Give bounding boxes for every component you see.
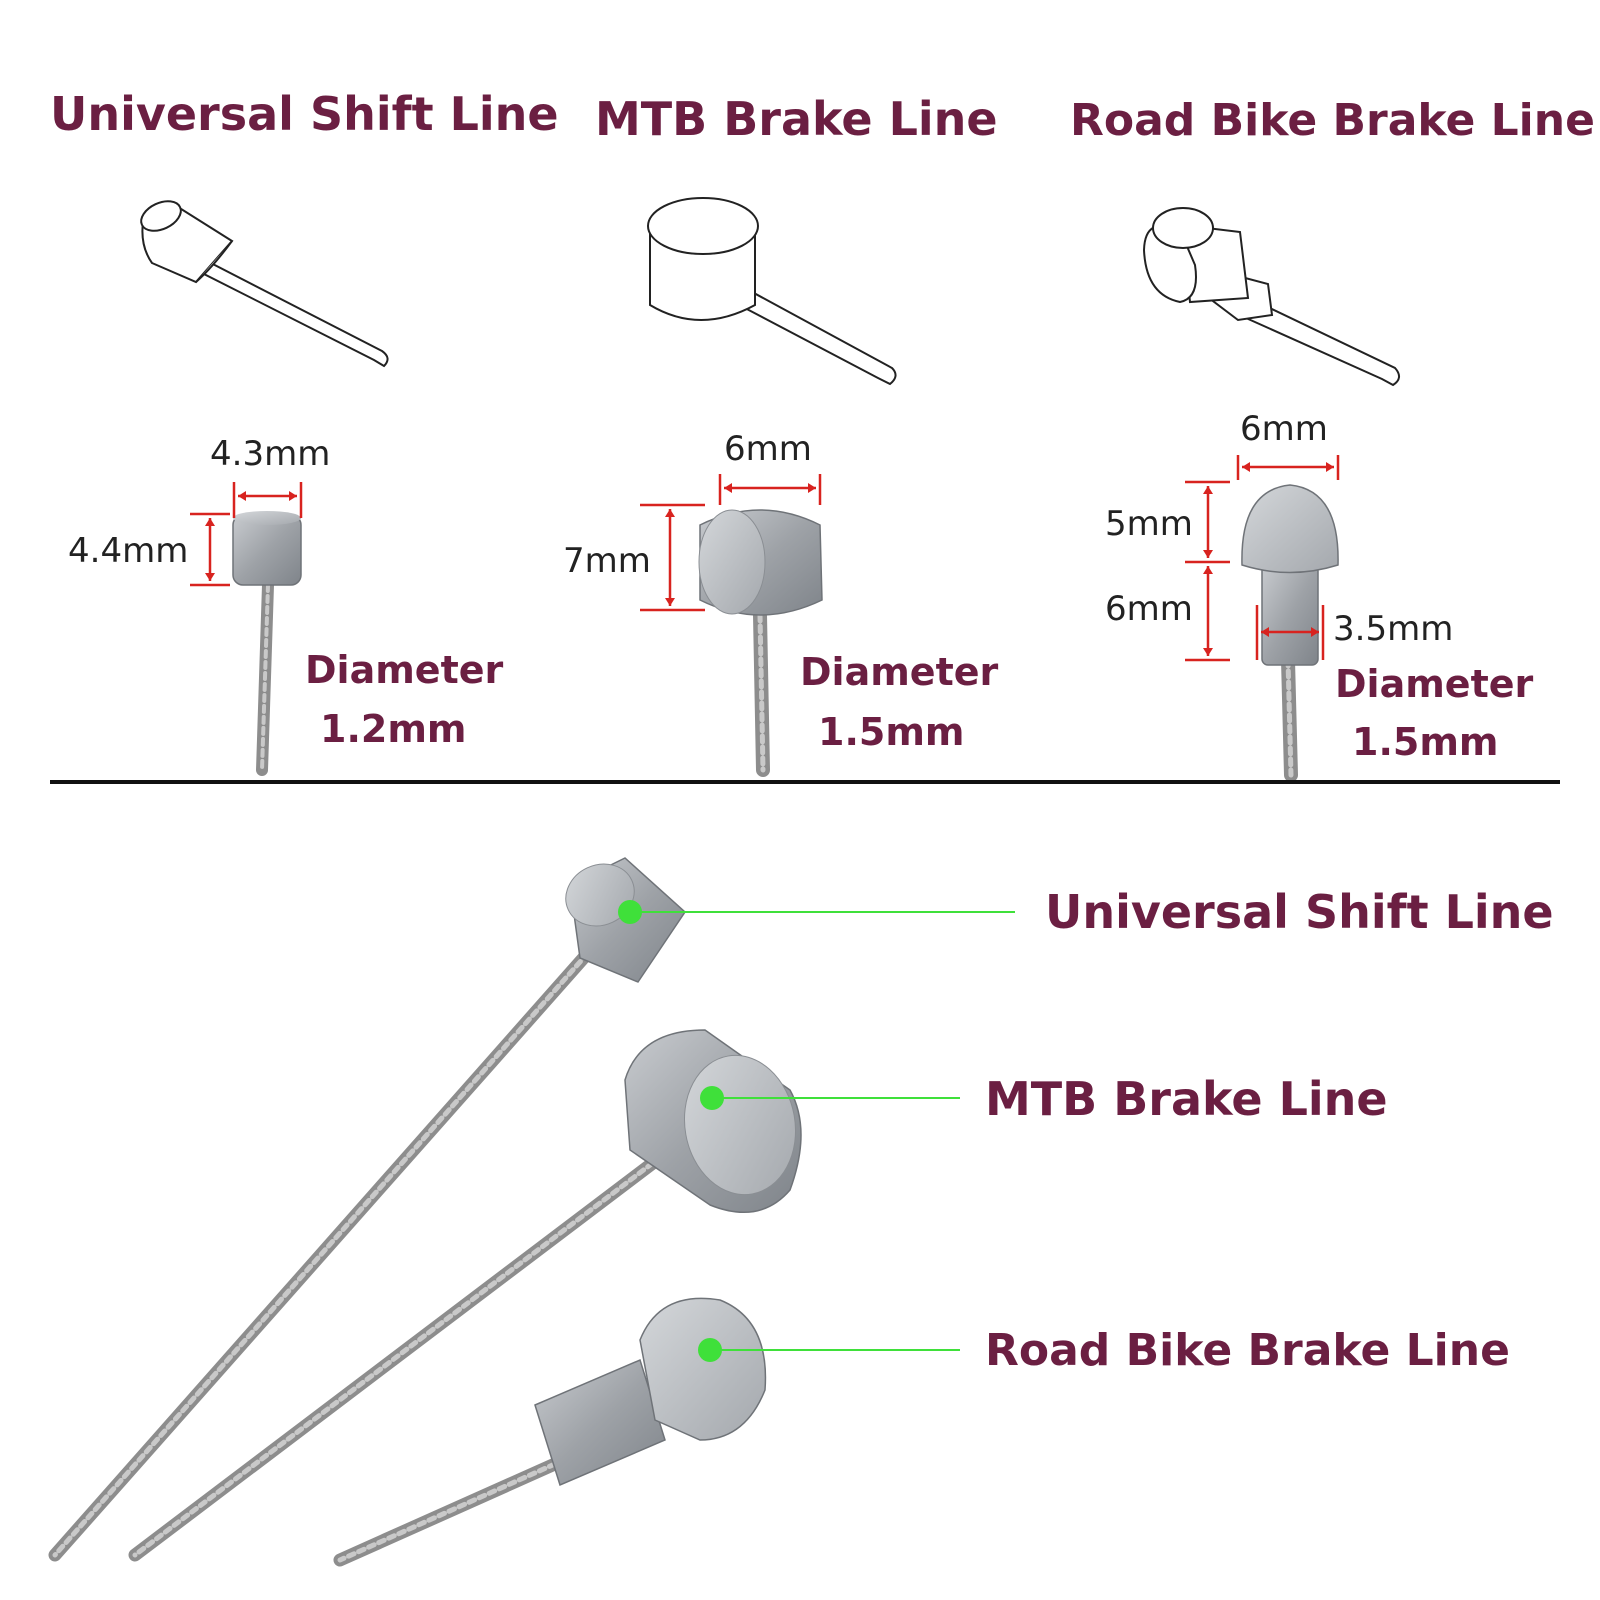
dim-label-height: 4.4mm [68,531,188,571]
dim-label-neck-width: 3.5mm [1333,609,1453,649]
dimension-neck-width-3-5mm [1255,605,1325,660]
spec-value-diameter: 1.5mm [1352,720,1499,764]
label-universal-shift-line: Universal Shift Line [1045,885,1554,939]
leader-mtb-brake-line [700,1086,960,1110]
dimension-width-4-3mm [232,482,303,518]
dimension-width-6mm [1236,455,1340,480]
leader-universal-shift-line [618,900,1015,924]
dimension-head-height-5mm [1185,480,1230,564]
road-bike-brake-line-end [534,1297,767,1487]
title-road-bike-brake-line: Road Bike Brake Line [1070,95,1595,146]
dim-label-width: 6mm [724,429,812,469]
mtb-brake-line-measured [698,509,823,777]
pear-end-icon [1142,207,1400,387]
dimension-height-7mm [640,503,705,612]
universal-shift-line-measured [232,511,302,776]
dimension-neck-height-6mm [1185,566,1230,662]
spec-value-diameter: 1.5mm [818,710,965,754]
leader-road-bike-brake-line [698,1338,960,1362]
label-road-bike-brake-line: Road Bike Brake Line [985,1325,1510,1376]
spec-value-diameter: 1.2mm [320,707,467,751]
dim-label-head-height: 5mm [1105,504,1193,544]
title-mtb-brake-line: MTB Brake Line [595,92,998,146]
dimension-width-6mm [718,474,822,505]
road-bike-brake-line-measured [1241,484,1339,782]
spec-label-diameter: Diameter [305,648,504,692]
cable-ends-photo [48,857,802,1567]
dimension-height-4-4mm [190,512,230,587]
label-mtb-brake-line: MTB Brake Line [985,1072,1388,1126]
title-universal-shift-line: Universal Shift Line [50,87,559,141]
mtb-brake-line-end [624,1029,802,1213]
dim-label-neck-height: 6mm [1105,589,1193,629]
dim-label-width: 6mm [1240,409,1328,449]
dim-label-height: 7mm [563,541,651,581]
spec-label-diameter: Diameter [1335,662,1534,706]
spec-label-diameter: Diameter [800,650,999,694]
cylinder-end-icon [140,200,389,368]
dim-label-width: 4.3mm [210,434,330,474]
barrel-end-icon [647,197,897,386]
